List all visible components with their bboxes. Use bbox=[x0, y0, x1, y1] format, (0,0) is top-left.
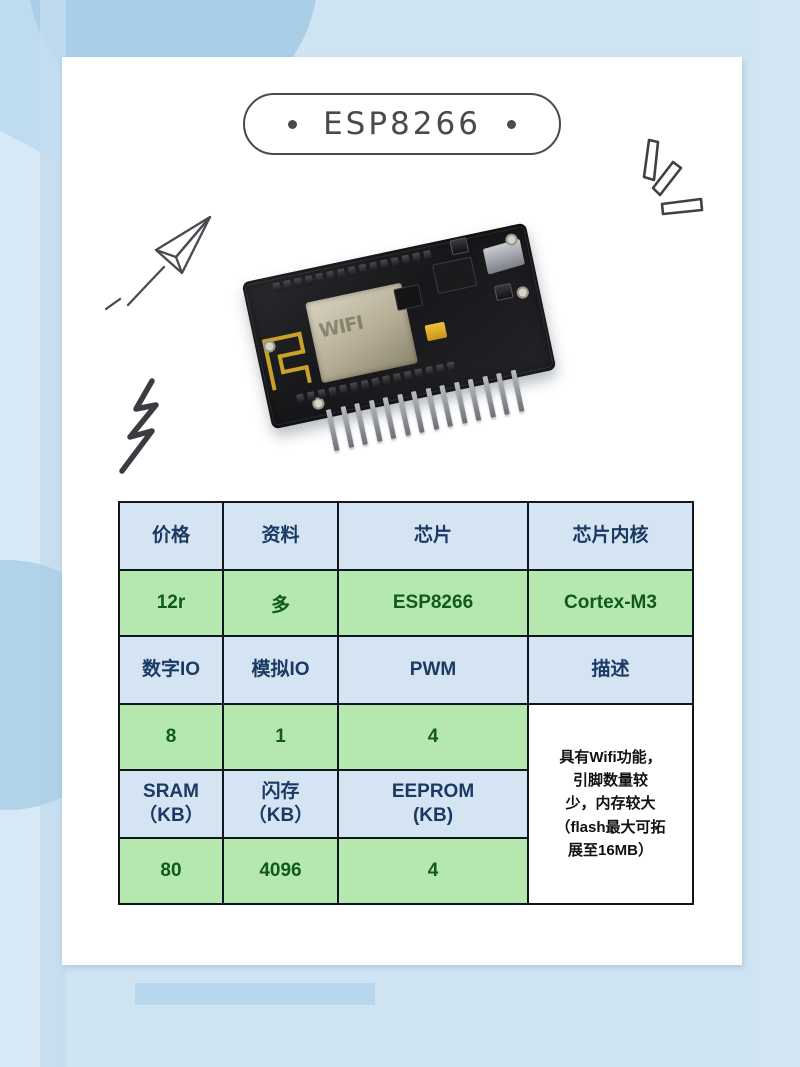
lightning-bolt-icon bbox=[119, 378, 159, 474]
header-cell-pwm: PWM bbox=[337, 635, 529, 705]
header-cell-sram-label: SRAM bbox=[143, 781, 199, 803]
header-cell-eeprom-unit: (KB) bbox=[412, 805, 454, 826]
header-cell-eeprom: EEPROM (KB) bbox=[337, 769, 529, 839]
description-line-3: 少，内存较大 bbox=[565, 795, 656, 813]
table-row: 8 1 4 具有Wifi功能， 引脚数量较 少，内存较大 （flash最大可拓 … bbox=[118, 703, 694, 905]
value-cell-digital-io: 8 bbox=[118, 703, 224, 771]
background-band-right bbox=[760, 0, 800, 1067]
value-cell-pwm: 4 bbox=[337, 703, 529, 771]
table-row: 12r 多 ESP8266 Cortex-M3 bbox=[118, 569, 694, 637]
table-row: SRAM （KB） 闪存 （KB） EEPROM (KB) bbox=[118, 769, 693, 839]
header-cell-flash: 闪存 （KB） bbox=[222, 769, 339, 839]
value-cell-sram: 80 bbox=[118, 837, 224, 905]
value-cell-flash: 4096 bbox=[222, 837, 339, 905]
header-cell-digital-io: 数字IO bbox=[118, 635, 224, 705]
sparkle-marks-icon bbox=[642, 138, 704, 216]
table-row: 价格 资料 芯片 芯片内核 bbox=[118, 501, 694, 571]
value-cell-eeprom: 4 bbox=[337, 837, 529, 905]
table-row: 80 4096 4 bbox=[118, 837, 693, 905]
content-card: ESP8266 bbox=[62, 57, 742, 965]
background-strip-bottom bbox=[135, 983, 375, 1005]
header-cell-sram-unit: （KB） bbox=[138, 805, 204, 826]
background-band-left-inner bbox=[40, 0, 66, 1067]
value-cell-chip-core: Cortex-M3 bbox=[527, 569, 694, 637]
esp8266-board-graphic: WIFI bbox=[241, 222, 557, 452]
header-cell-chip: 芯片 bbox=[337, 501, 529, 571]
value-cell-price: 12r bbox=[118, 569, 224, 637]
wifi-module-label: WIFI bbox=[317, 311, 365, 343]
specification-table: 价格 资料 芯片 芯片内核 12r 多 ESP8266 Cortex-M3 数字… bbox=[118, 501, 694, 905]
header-cell-analog-io: 模拟IO bbox=[222, 635, 339, 705]
header-cell-flash-label: 闪存 bbox=[261, 781, 300, 803]
description-line-4: （flash最大可拓 bbox=[555, 818, 666, 836]
header-cell-materials: 资料 bbox=[222, 501, 339, 571]
header-cell-flash-unit: （KB） bbox=[247, 805, 314, 826]
header-cell-price: 价格 bbox=[118, 501, 224, 571]
paper-plane-icon bbox=[104, 215, 212, 311]
page-title-text: ESP8266 bbox=[323, 106, 481, 142]
header-cell-sram: SRAM （KB） bbox=[118, 769, 224, 839]
title-dot-right-icon bbox=[506, 119, 516, 129]
description-line-1: 具有Wifi功能， bbox=[559, 748, 662, 766]
title-dot-left-icon bbox=[288, 119, 298, 129]
page-title: ESP8266 bbox=[243, 93, 561, 155]
description-line-2: 引脚数量较 bbox=[572, 772, 648, 790]
value-cell-materials: 多 bbox=[222, 569, 339, 637]
product-image: WIFI bbox=[232, 207, 582, 457]
description-cell: 具有Wifi功能， 引脚数量较 少，内存较大 （flash最大可拓 展至16MB… bbox=[527, 703, 694, 905]
value-cell-analog-io: 1 bbox=[222, 703, 339, 771]
value-cell-chip: ESP8266 bbox=[337, 569, 529, 637]
header-cell-chip-core: 芯片内核 bbox=[527, 501, 694, 571]
header-cell-eeprom-label: EEPROM bbox=[391, 781, 475, 803]
header-cell-description: 描述 bbox=[527, 635, 694, 705]
description-line-5: 展至16MB） bbox=[567, 841, 653, 859]
table-row: 数字IO 模拟IO PWM 描述 bbox=[118, 635, 694, 705]
